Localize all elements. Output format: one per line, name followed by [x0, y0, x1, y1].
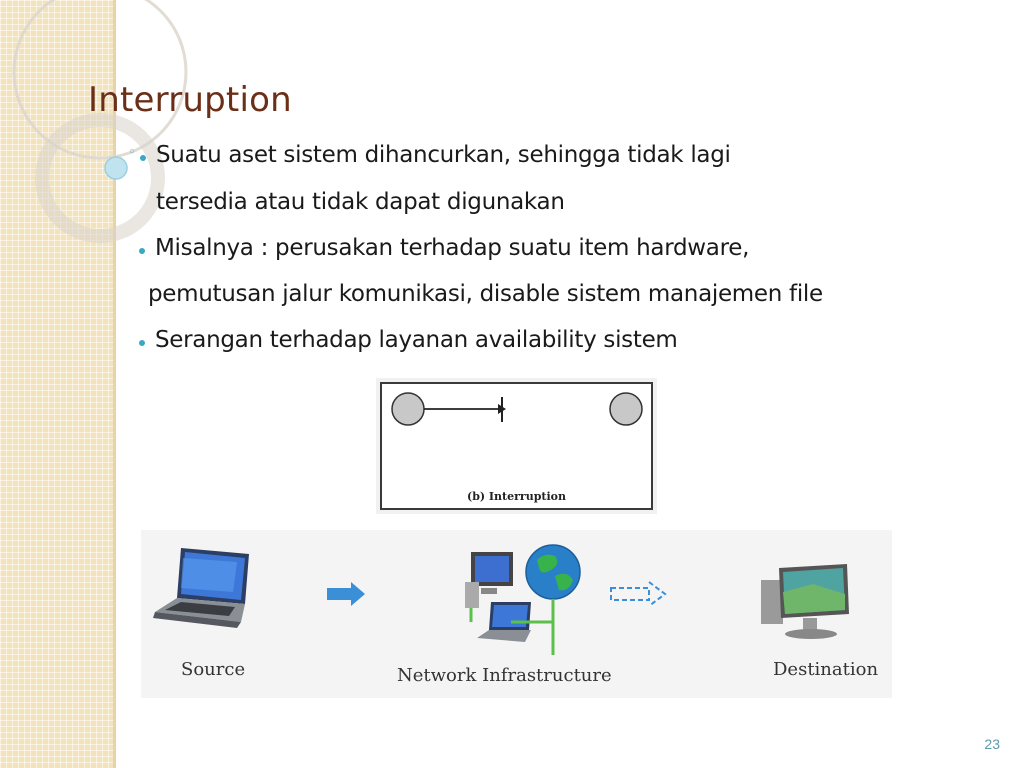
page-number: 23 — [984, 736, 1000, 752]
bullet-dot-icon — [139, 248, 145, 254]
dashed-arrow-icon — [610, 581, 667, 607]
bullet-1-line-1: Suatu aset sistem dihancurkan, sehingga … — [156, 142, 731, 168]
slide-title: Interruption — [88, 80, 292, 120]
desktop-icon — [761, 564, 849, 639]
destination-node — [609, 392, 643, 426]
bullet-2-line-2: pemutusan jalur komunikasi, disable sist… — [148, 281, 823, 307]
network-links — [469, 599, 555, 655]
decorative-circles — [12, 0, 188, 243]
bullet-3-line-1: Serangan terhadap layanan availability s… — [155, 327, 678, 353]
bullet-hook-icon: ◦ — [128, 145, 136, 160]
arrow-right-icon — [327, 582, 365, 606]
network-drawing — [153, 544, 849, 655]
bullet-dot-icon — [139, 340, 145, 346]
side-strip-edge — [113, 0, 116, 768]
infrastructure-label: Network Infrastructure — [397, 665, 612, 686]
diagram-frame — [380, 382, 653, 510]
interruption-diagram: (b) Interruption — [376, 378, 657, 514]
source-node — [391, 392, 425, 426]
monitor-icon — [465, 552, 513, 608]
bullet-dot-icon — [140, 155, 146, 161]
decorative-side-strip — [0, 0, 113, 768]
bullet-1-line-2: tersedia atau tidak dapat digunakan — [156, 189, 565, 215]
diagram-drawing — [391, 392, 643, 426]
globe-icon — [525, 544, 581, 600]
bullet-2-line-1: Misalnya : perusakan terhadap suatu item… — [155, 235, 750, 261]
source-label: Source — [181, 659, 246, 680]
diagram-caption: (b) Interruption — [466, 490, 567, 503]
network-illustration: Source Network Infrastructure Destinatio… — [141, 530, 892, 698]
laptop-icon — [153, 548, 249, 628]
destination-label: Destination — [773, 659, 879, 680]
